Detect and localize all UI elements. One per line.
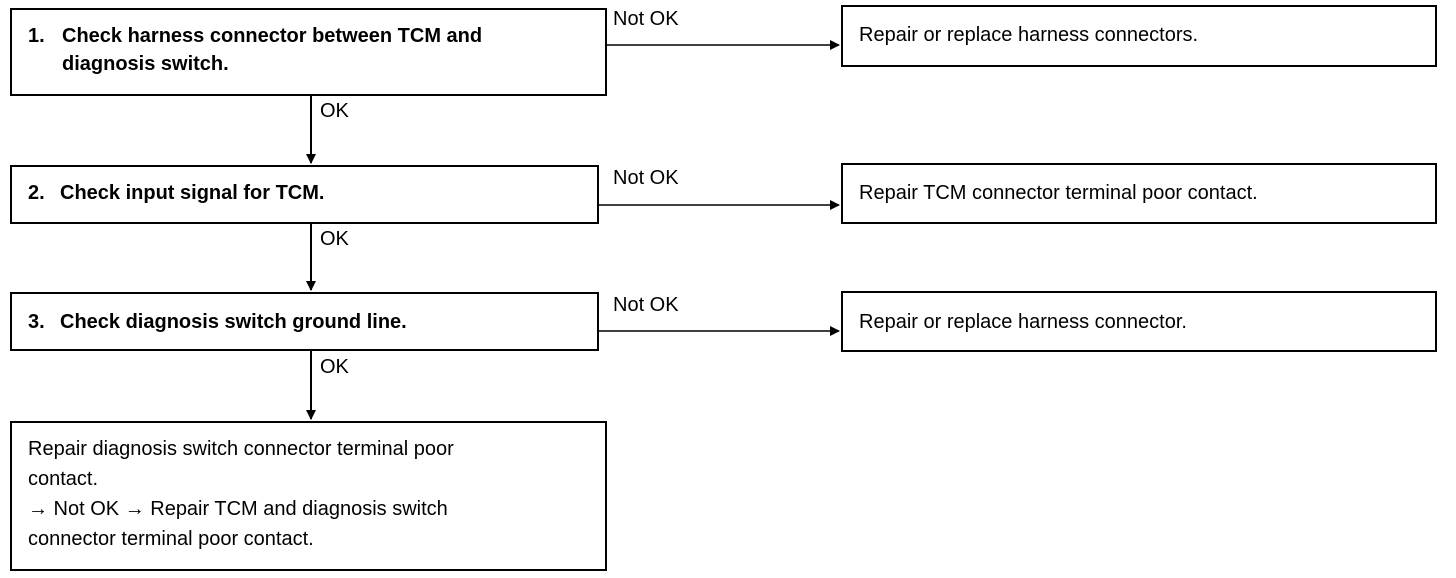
result-2-box: Repair TCM connector terminal poor conta… [841, 163, 1437, 224]
not-ok-label-2: Not OK [613, 167, 679, 189]
step-1-number: 1. [28, 25, 45, 47]
step-1-text-line-1: Check harness connector between TCM and [62, 25, 483, 47]
ok-label-3: OK [320, 356, 349, 378]
result-2-text: Repair TCM connector terminal poor conta… [859, 182, 1258, 204]
step-1-text-line-2: diagnosis switch. [62, 53, 229, 75]
result-3-box: Repair or replace harness connector. [841, 291, 1437, 352]
final-text-line-3: → Not OK → Repair TCM and diagnosis swit… [28, 498, 448, 520]
final-text-line-4: connector terminal poor contact. [28, 528, 314, 550]
not-ok-label-3: Not OK [613, 294, 679, 316]
ok-label-2: OK [320, 228, 349, 250]
step-2-box: 2. Check input signal for TCM. [10, 165, 599, 224]
step-3-number: 3. [28, 311, 45, 333]
final-box: Repair diagnosis switch connector termin… [10, 421, 607, 571]
step-3-box: 3. Check diagnosis switch ground line. [10, 292, 599, 351]
result-1-box: Repair or replace harness connectors. [841, 5, 1437, 67]
result-1-text: Repair or replace harness connectors. [859, 24, 1199, 46]
final-text-line-1: Repair diagnosis switch connector termin… [28, 438, 454, 460]
not-ok-label-1: Not OK [613, 8, 679, 30]
result-3-text: Repair or replace harness connector. [859, 311, 1187, 333]
step-2-text: Check input signal for TCM. [60, 182, 325, 204]
step-1-box: 1. Check harness connector between TCM a… [10, 8, 607, 96]
step-3-text: Check diagnosis switch ground line. [60, 311, 407, 333]
step-2-number: 2. [28, 182, 45, 204]
final-text-line-2: contact. [28, 468, 99, 490]
ok-label-1: OK [320, 100, 349, 122]
